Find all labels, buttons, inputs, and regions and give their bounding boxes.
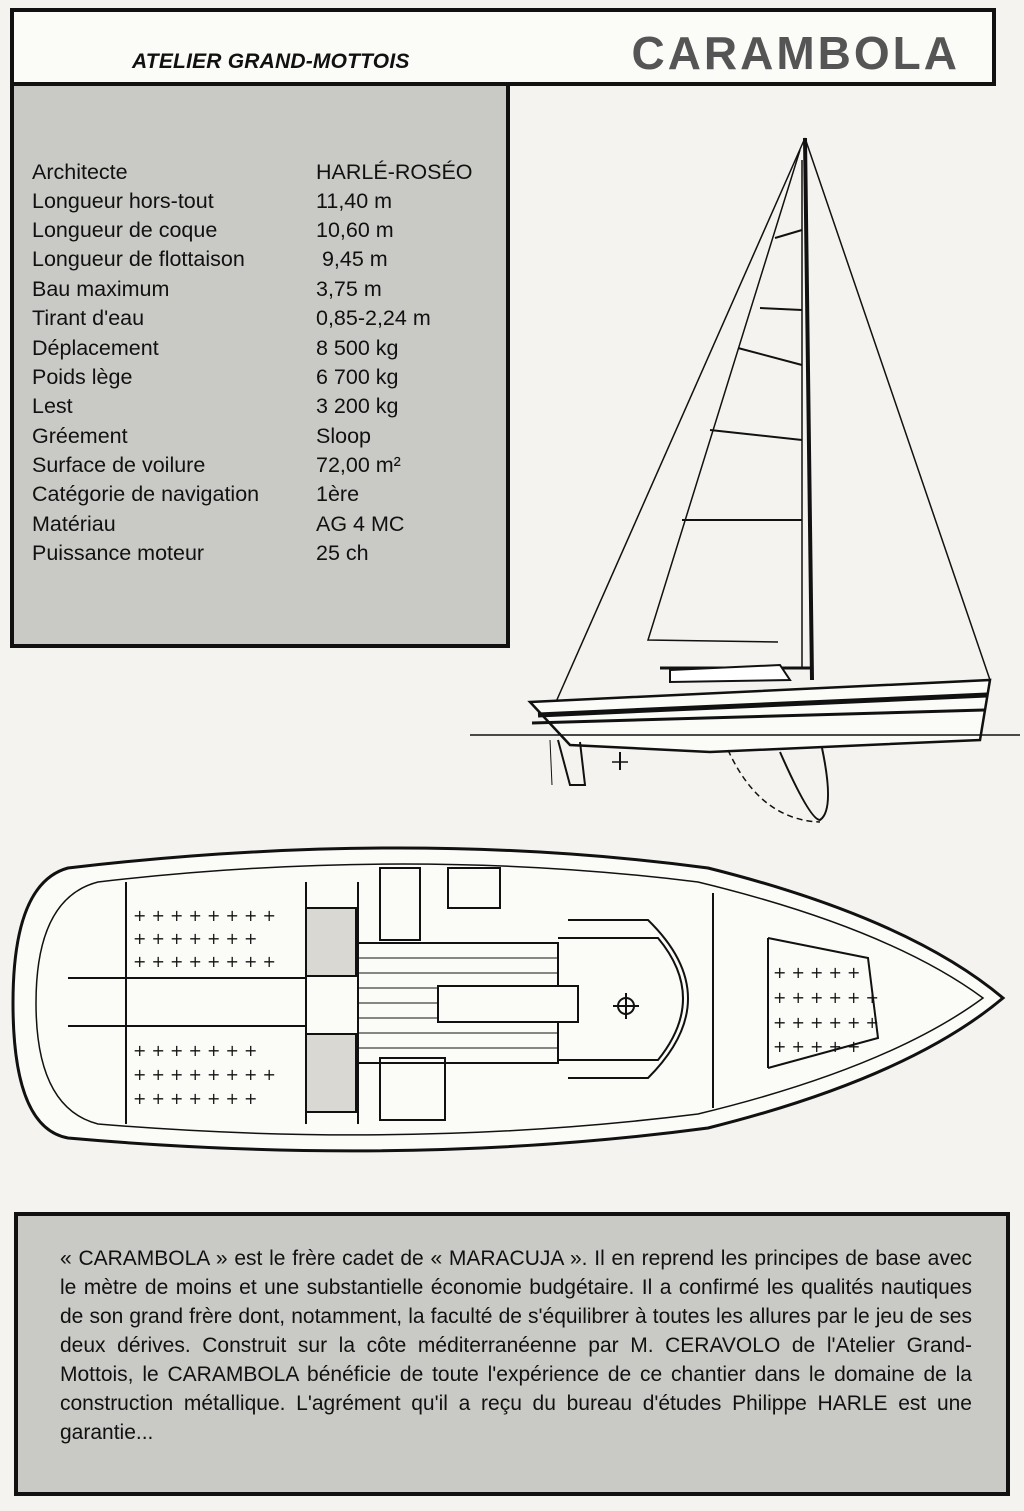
sail-plan-drawing	[470, 137, 1020, 823]
svg-text:+ + + + +: + + + + +	[773, 1037, 860, 1056]
description-text: « CARAMBOLA » est le frère cadet de « MA…	[60, 1247, 972, 1444]
svg-text:+ + + + + +: + + + + + +	[773, 988, 879, 1007]
boat-model-title: CARAMBOLA	[631, 27, 960, 79]
svg-text:+ + + + + + + +: + + + + + + + +	[133, 1065, 276, 1084]
description-panel: « CARAMBOLA » est le frère cadet de « MA…	[14, 1212, 1010, 1496]
svg-text:+ + + + + + + +: + + + + + + + +	[133, 906, 276, 925]
svg-text:+ + + + + +: + + + + + +	[773, 1013, 879, 1032]
interior-layout-drawing: + + + + + + + + + + + + + + + + + + + + …	[11, 846, 1006, 1153]
builder-name: ATELIER GRAND-MOTTOIS	[132, 50, 410, 73]
svg-text:+ + + + + + +: + + + + + + +	[133, 1041, 257, 1060]
title-banner: ATELIER GRAND-MOTTOIS CARAMBOLA	[10, 8, 996, 86]
svg-text:+ + + + +: + + + + +	[773, 963, 860, 982]
svg-text:+ + + + + + +: + + + + + + +	[133, 1089, 257, 1108]
svg-text:+ + + + + + +: + + + + + + +	[133, 929, 257, 948]
svg-text:+ + + + + + + +: + + + + + + + +	[133, 952, 276, 971]
